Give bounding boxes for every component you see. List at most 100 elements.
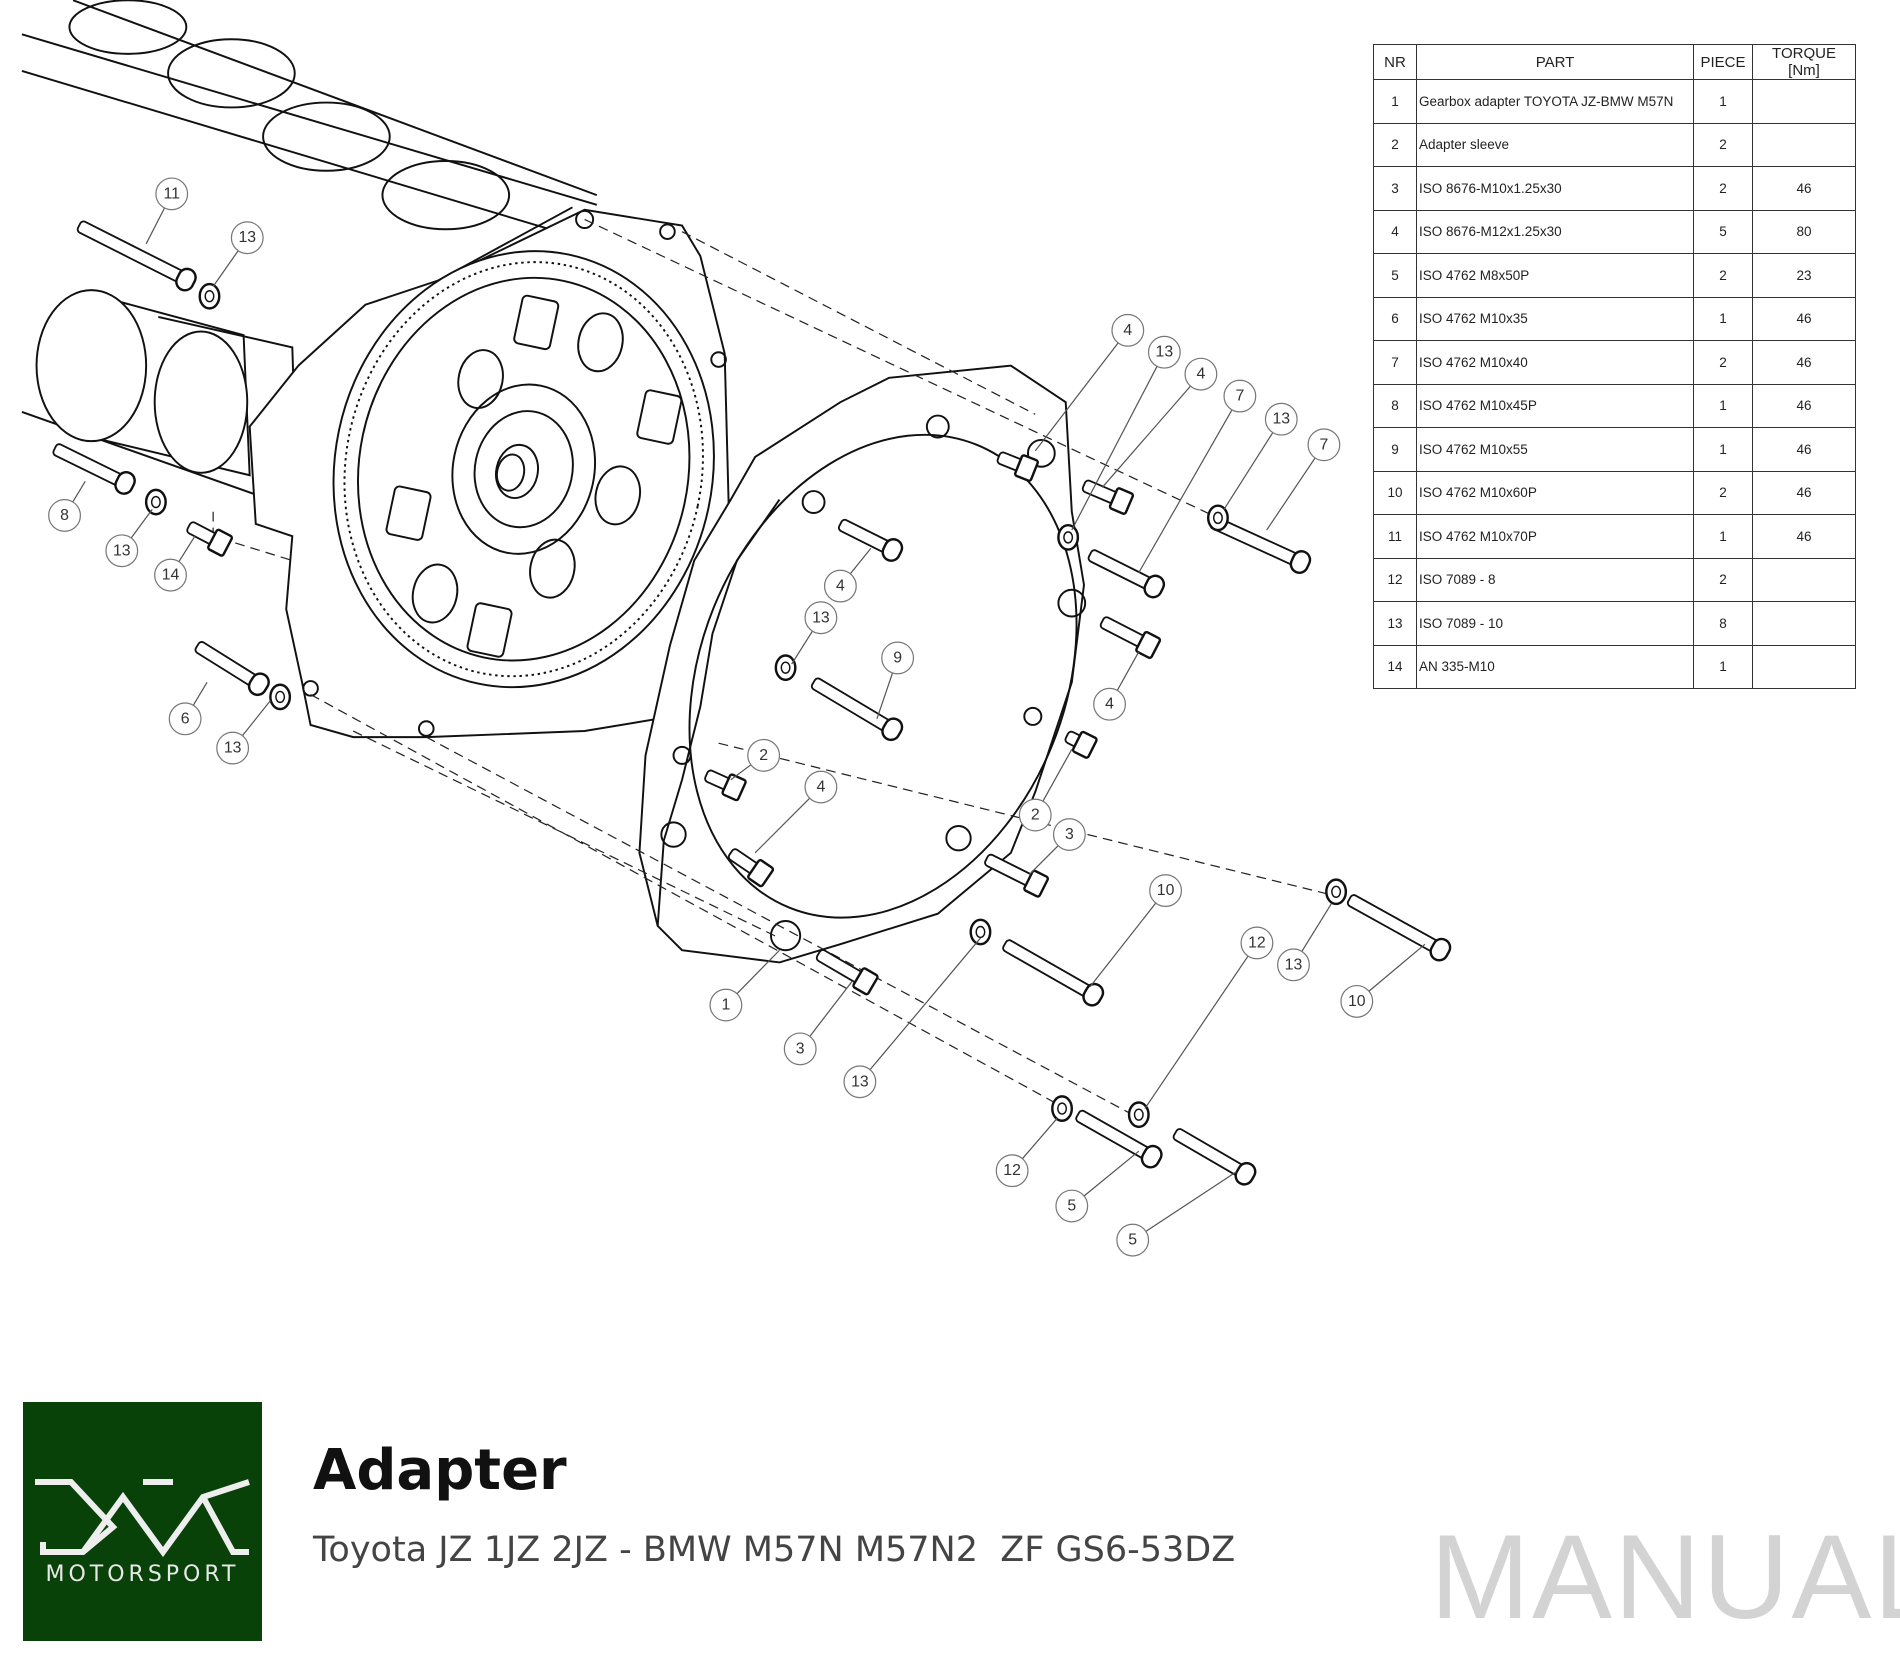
callout-14: 14	[154, 535, 196, 592]
cell-nr: 8	[1373, 383, 1417, 428]
washer	[1206, 504, 1229, 532]
socket-bolt	[76, 220, 197, 292]
svg-text:3: 3	[796, 1040, 805, 1057]
cell-torque	[1752, 79, 1856, 124]
document-title: Adapter	[313, 1438, 567, 1503]
callout-5: 5	[1055, 1150, 1140, 1223]
svg-text:4: 4	[1105, 696, 1114, 713]
svg-text:6: 6	[181, 710, 190, 727]
cell-nr: 12	[1373, 557, 1417, 602]
pmc-logo-mark-icon	[35, 1479, 250, 1558]
washer	[1325, 878, 1348, 906]
logo-wordmark: MOTORSPORT	[45, 1562, 240, 1587]
callout-4: 4	[1093, 651, 1140, 721]
header-torque: TORQUE [Nm]	[1752, 44, 1856, 80]
washer	[1057, 523, 1080, 551]
svg-text:5: 5	[1067, 1198, 1076, 1215]
hex-bolt	[1099, 616, 1162, 660]
callout-13: 13	[216, 700, 271, 765]
callout-1: 1	[709, 949, 780, 1022]
callout-6: 6	[168, 681, 208, 736]
svg-text:10: 10	[1157, 882, 1175, 899]
callout-13: 13	[791, 601, 838, 665]
callout-7: 7	[1266, 428, 1341, 531]
hex-bolt	[1064, 730, 1098, 759]
cell-piece: 2	[1693, 122, 1753, 167]
table-header-row: NR PART PIECE TORQUE [Nm]	[1373, 44, 1856, 80]
svg-text:12: 12	[1003, 1162, 1021, 1179]
hex-bolt	[996, 451, 1039, 482]
cell-nr: 2	[1373, 122, 1417, 167]
svg-text:13: 13	[113, 542, 131, 559]
cell-nr: 6	[1373, 296, 1417, 341]
callout-13: 13	[843, 937, 981, 1099]
washer	[969, 918, 992, 946]
cell-part: ISO 4762 M10x60P	[1416, 470, 1694, 515]
callout-5: 5	[1116, 1171, 1237, 1257]
svg-text:9: 9	[893, 649, 902, 666]
socket-bolt	[810, 677, 904, 742]
cell-nr: 9	[1373, 427, 1417, 472]
cell-piece: 1	[1693, 383, 1753, 428]
cell-nr: 3	[1373, 166, 1417, 211]
washer	[774, 654, 797, 682]
socket-bolt	[1346, 894, 1452, 962]
starter-motor	[35, 289, 300, 537]
svg-text:7: 7	[1235, 388, 1244, 405]
cell-piece: 5	[1693, 209, 1753, 254]
socket-bolt	[194, 641, 270, 697]
socket-bolt	[1002, 939, 1105, 1007]
cell-piece: 1	[1693, 79, 1753, 124]
cell-torque: 46	[1752, 470, 1856, 515]
cell-torque: 46	[1752, 296, 1856, 341]
callout-12: 12	[995, 1117, 1058, 1188]
document-subtitle: Toyota JZ 1JZ 2JZ - BMW M57N M57N2 ZF GS…	[313, 1530, 1236, 1570]
gearbox-adapter-plate	[638, 364, 1087, 964]
svg-text:1: 1	[721, 997, 730, 1014]
cell-part: ISO 7089 - 10	[1416, 601, 1694, 646]
svg-text:2: 2	[759, 747, 768, 764]
cell-torque: 46	[1752, 427, 1856, 472]
cell-part: AN 335-M10	[1416, 644, 1694, 689]
cell-piece: 8	[1693, 601, 1753, 646]
washer	[1051, 1095, 1074, 1122]
hex-bolt	[815, 949, 879, 996]
svg-text:12: 12	[1248, 934, 1266, 951]
callout-11: 11	[145, 177, 189, 245]
callout-8: 8	[48, 481, 86, 532]
cell-part: ISO 4762 M10x40	[1416, 340, 1694, 385]
cell-nr: 11	[1373, 514, 1417, 559]
cell-torque: 46	[1752, 166, 1856, 211]
cell-torque: 23	[1752, 253, 1856, 298]
header-part: PART	[1416, 44, 1694, 80]
svg-text:13: 13	[812, 609, 830, 626]
svg-text:4: 4	[1196, 366, 1205, 383]
callout-2: 2	[730, 738, 781, 781]
washer	[144, 488, 167, 516]
svg-text:7: 7	[1320, 436, 1329, 453]
cell-piece: 1	[1693, 644, 1753, 689]
header-nr: NR	[1373, 44, 1417, 80]
svg-text:4: 4	[1123, 322, 1132, 339]
callout-13: 13	[1071, 335, 1181, 531]
cell-torque: 46	[1752, 514, 1856, 559]
socket-bolt	[1172, 1128, 1257, 1186]
cell-piece: 2	[1693, 470, 1753, 515]
svg-text:13: 13	[1156, 344, 1174, 361]
manual-badge: MANUAL	[1430, 1510, 1900, 1644]
cell-nr: 13	[1373, 601, 1417, 646]
socket-bolt	[52, 443, 136, 495]
svg-text:13: 13	[1272, 411, 1290, 428]
cell-nr: 10	[1373, 470, 1417, 515]
